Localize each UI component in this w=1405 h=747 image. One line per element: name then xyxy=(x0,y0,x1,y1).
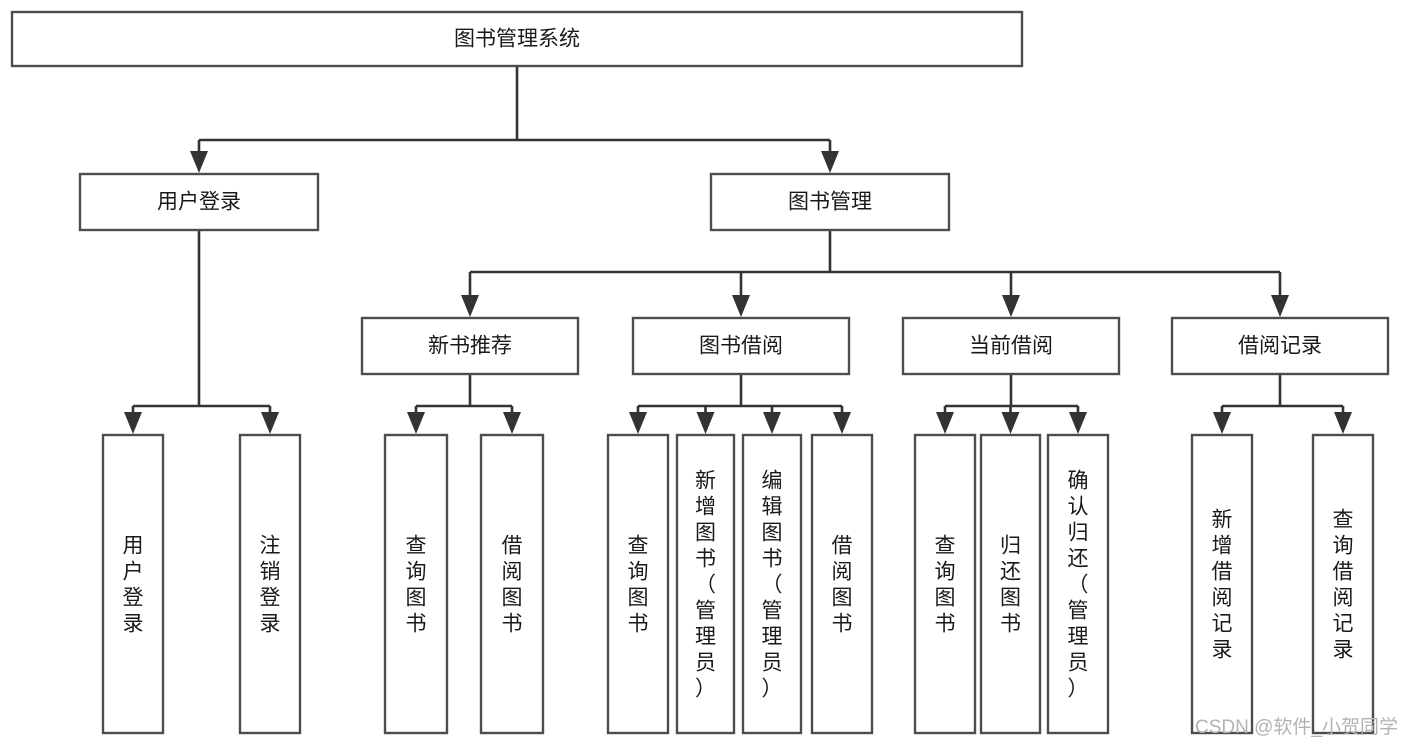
node-leaf-query-book-3[interactable]: 查询图书 xyxy=(913,433,977,735)
node-label-leaf-return-book: 归还图书 xyxy=(1000,534,1021,635)
node-leaf-borrow-book-2[interactable]: 借阅图书 xyxy=(810,433,874,735)
node-leaf-query-book-1[interactable]: 查询图书 xyxy=(383,433,449,735)
node-label-leaf-query-record: 查询借阅记录 xyxy=(1333,508,1354,661)
node-box-leaf-query-record[interactable] xyxy=(1311,433,1375,735)
node-leaf-return-book[interactable]: 归还图书 xyxy=(979,433,1042,735)
node-label-leaf-borrow-book-1: 借阅图书 xyxy=(502,534,523,635)
node-book-borrow[interactable]: 图书借阅 xyxy=(631,316,851,376)
connector-group-root xyxy=(190,66,839,173)
node-user-login[interactable]: 用户登录 xyxy=(78,172,320,232)
node-leaf-confirm-return[interactable]: 确认归还（管理员） xyxy=(1046,433,1110,735)
node-borrow-record[interactable]: 借阅记录 xyxy=(1170,316,1390,376)
node-label-leaf-add-book: 新增图书（管理员） xyxy=(695,469,716,700)
node-new-book-rec[interactable]: 新书推荐 xyxy=(360,316,580,376)
node-box-leaf-query-book-1[interactable] xyxy=(383,433,449,735)
node-label-leaf-edit-book: 编辑图书（管理员） xyxy=(762,469,783,700)
node-label-leaf-borrow-book-2: 借阅图书 xyxy=(832,534,853,635)
node-box-leaf-query-book-3[interactable] xyxy=(913,433,977,735)
node-layer: 图书管理系统用户登录图书管理新书推荐图书借阅当前借阅借阅记录用户登录注销登录查询… xyxy=(10,10,1390,735)
connector-group-current-borrow xyxy=(936,374,1087,434)
node-box-leaf-confirm-return[interactable] xyxy=(1046,433,1110,735)
connector-group-new-book-rec xyxy=(407,374,521,434)
node-box-leaf-add-record[interactable] xyxy=(1190,433,1254,735)
node-box-leaf-user-login[interactable] xyxy=(101,433,165,735)
node-box-book-manage[interactable] xyxy=(709,172,951,232)
node-label-leaf-query-book-2: 查询图书 xyxy=(628,534,649,635)
connector-layer xyxy=(124,66,1352,434)
node-label-borrow-record: 借阅记录 xyxy=(1238,335,1322,358)
node-root[interactable]: 图书管理系统 xyxy=(10,10,1024,68)
node-box-leaf-query-book-2[interactable] xyxy=(606,433,670,735)
node-leaf-add-record[interactable]: 新增借阅记录 xyxy=(1190,433,1254,735)
node-box-root[interactable] xyxy=(10,10,1024,68)
connector-group-book-manage xyxy=(461,230,1289,317)
node-label-leaf-query-book-1: 查询图书 xyxy=(406,534,427,635)
node-box-leaf-borrow-book-2[interactable] xyxy=(810,433,874,735)
node-label-leaf-add-record: 新增借阅记录 xyxy=(1212,508,1233,661)
node-leaf-add-book[interactable]: 新增图书（管理员） xyxy=(675,433,736,735)
node-label-book-manage: 图书管理 xyxy=(788,191,872,214)
node-label-user-login: 用户登录 xyxy=(157,191,241,214)
node-box-new-book-rec[interactable] xyxy=(360,316,580,376)
node-label-leaf-user-logout: 注销登录 xyxy=(260,534,281,635)
node-box-leaf-borrow-book-1[interactable] xyxy=(479,433,545,735)
node-leaf-borrow-book-1[interactable]: 借阅图书 xyxy=(479,433,545,735)
node-label-book-borrow: 图书借阅 xyxy=(699,335,783,358)
node-box-borrow-record[interactable] xyxy=(1170,316,1390,376)
node-leaf-query-book-2[interactable]: 查询图书 xyxy=(606,433,670,735)
node-box-current-borrow[interactable] xyxy=(901,316,1121,376)
node-box-leaf-add-book[interactable] xyxy=(675,433,736,735)
node-label-new-book-rec: 新书推荐 xyxy=(428,335,512,358)
node-box-user-login[interactable] xyxy=(78,172,320,232)
connector-group-borrow-record xyxy=(1213,374,1352,434)
node-box-leaf-user-logout[interactable] xyxy=(238,433,302,735)
node-book-manage[interactable]: 图书管理 xyxy=(709,172,951,232)
node-leaf-query-record[interactable]: 查询借阅记录 xyxy=(1311,433,1375,735)
node-label-root: 图书管理系统 xyxy=(454,28,580,51)
node-label-current-borrow: 当前借阅 xyxy=(969,335,1053,358)
node-label-leaf-query-book-3: 查询图书 xyxy=(935,534,956,635)
node-label-leaf-confirm-return: 确认归还（管理员） xyxy=(1068,469,1089,700)
node-box-book-borrow[interactable] xyxy=(631,316,851,376)
connector-group-user-login xyxy=(124,230,279,434)
node-label-leaf-user-login: 用户登录 xyxy=(123,534,144,635)
node-leaf-edit-book[interactable]: 编辑图书（管理员） xyxy=(741,433,803,735)
node-box-leaf-edit-book[interactable] xyxy=(741,433,803,735)
csdn-watermark: CSDN @软件_小贺同学 xyxy=(1195,716,1398,738)
node-leaf-user-logout[interactable]: 注销登录 xyxy=(238,433,302,735)
connector-group-book-borrow xyxy=(629,374,851,434)
node-current-borrow[interactable]: 当前借阅 xyxy=(901,316,1121,376)
node-leaf-user-login[interactable]: 用户登录 xyxy=(101,433,165,735)
node-box-leaf-return-book[interactable] xyxy=(979,433,1042,735)
